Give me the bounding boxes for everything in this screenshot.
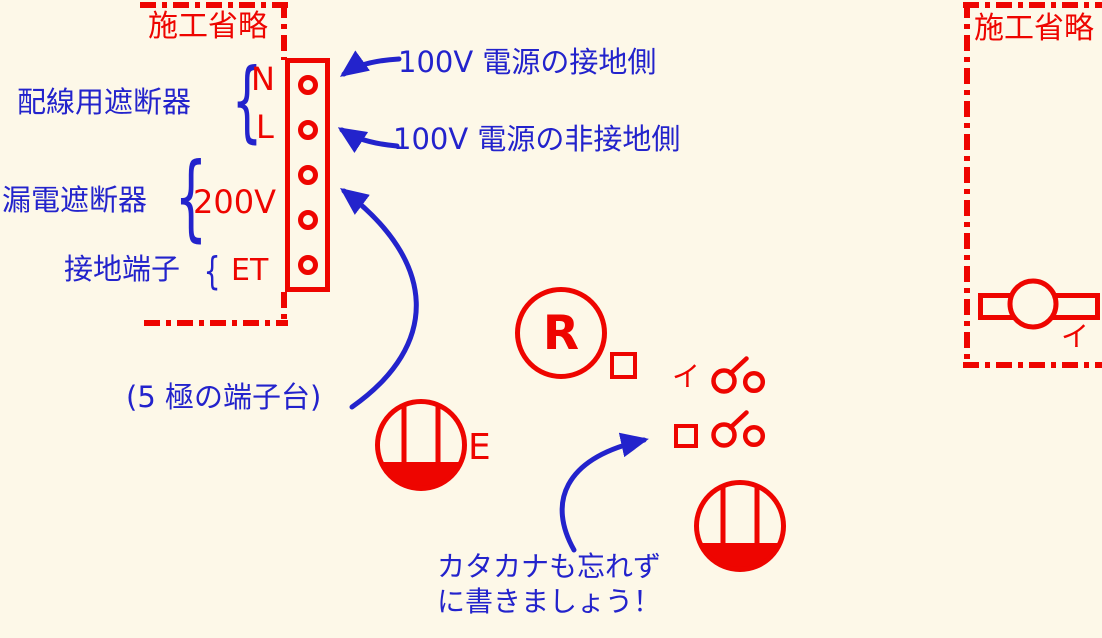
terminal-label-n: N — [251, 60, 275, 98]
switch-contact-icon-1 — [711, 356, 766, 394]
right-omission-boundary-left — [964, 2, 970, 368]
right-omission-boundary-bottom — [963, 362, 1102, 368]
terminal-label-200v: 200V — [193, 183, 276, 221]
lamp-r-icon: R — [515, 287, 607, 379]
terminal-block-5p — [285, 58, 330, 292]
left-omission-boundary-lower — [281, 292, 287, 324]
annotation-grounded-side: 100V 電源の接地側 — [398, 45, 657, 79]
left-omission-boundary-top — [140, 2, 288, 8]
switch-row2-mark-square — [674, 424, 698, 448]
terminal-screw-4 — [297, 209, 318, 230]
katakana-note: カタカナも忘れず に書きましょう！ — [437, 549, 661, 619]
elcb-brace: { — [174, 143, 208, 252]
arrow-note-to-terminal-block — [340, 187, 419, 410]
terminal-screw-1 — [297, 75, 318, 96]
switch-contact-icon-2 — [711, 410, 766, 448]
arrow-note-to-switch-ro — [559, 432, 649, 553]
right-omission-boundary-top — [963, 2, 1102, 8]
annotation-ungrounded-side: 100V 電源の非接地側 — [393, 122, 681, 156]
elcb-group-label: 漏電遮断器 — [2, 183, 148, 217]
katakana-note-line2: に書きましょう！ — [437, 585, 662, 618]
lamp-r-letter: R — [542, 305, 580, 361]
breaker-brace: { — [231, 49, 263, 152]
breaker-group-label: 配線用遮断器 — [17, 85, 192, 119]
ceiling-light-mark: イ — [1061, 320, 1090, 353]
terminal-block-note: (5 極の端子台) — [126, 380, 322, 414]
receptacle-icon-2 — [694, 480, 786, 572]
terminal-label-l: L — [256, 108, 274, 146]
switch-row1-mark: イ — [672, 360, 701, 393]
terminal-label-et: ET — [231, 253, 269, 288]
katakana-ro-square-lamp — [610, 352, 637, 379]
arrow-ungrounded-to-screw2 — [337, 127, 400, 154]
terminal-screw-2 — [297, 120, 318, 141]
left-omission-label: 施工省略 — [148, 9, 268, 44]
arrow-grounded-to-screw1 — [339, 50, 402, 77]
terminal-screw-5 — [297, 254, 318, 275]
katakana-note-line1: カタカナも忘れず — [437, 550, 662, 583]
ground-group-label: 接地端子 — [64, 252, 181, 286]
left-omission-boundary-bottom — [144, 320, 288, 326]
receptacle-icon-e — [375, 399, 467, 491]
left-omission-boundary-upper — [281, 2, 287, 60]
ceiling-light-icon — [978, 278, 1100, 330]
terminal-screw-3 — [297, 164, 318, 185]
receptacle-ground-label: E — [468, 427, 491, 468]
right-omission-label: 施工省略 — [974, 11, 1094, 46]
ground-brace: { — [203, 249, 221, 293]
